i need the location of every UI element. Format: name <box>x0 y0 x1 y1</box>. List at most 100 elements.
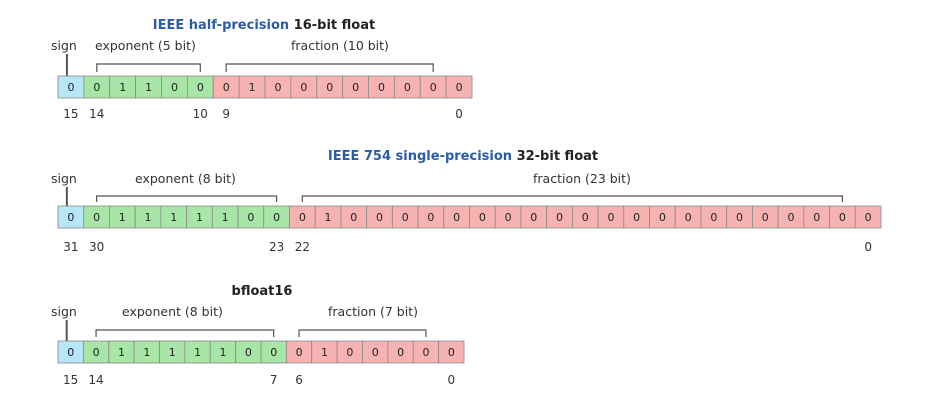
sign-label: sign <box>51 171 77 186</box>
bit-value: 0 <box>813 211 820 224</box>
bit-index-label: 10 <box>193 107 208 121</box>
bit-value: 1 <box>249 81 256 94</box>
bit-value: 1 <box>119 211 126 224</box>
bit-value: 0 <box>710 211 717 224</box>
bit-value: 0 <box>607 211 614 224</box>
bit-value: 1 <box>194 346 201 359</box>
bit-index-label: 6 <box>295 373 303 387</box>
bit-value: 1 <box>145 211 152 224</box>
bit-value: 1 <box>119 81 126 94</box>
title-rest: 32-bit float <box>512 149 598 164</box>
bit-value: 1 <box>222 211 229 224</box>
diagram-title: IEEE half-precision 16-bit float <box>153 18 375 33</box>
title-link[interactable]: IEEE half-precision <box>153 18 289 33</box>
bit-value: 0 <box>300 81 307 94</box>
bit-value: 1 <box>219 346 226 359</box>
bit-value: 1 <box>321 346 328 359</box>
fraction-label: fraction (7 bit) <box>328 304 418 319</box>
bit-index-label: 14 <box>88 373 103 387</box>
diagram-1: IEEE half-precision 16-bit float sign expo… <box>51 18 473 121</box>
title-link[interactable]: IEEE 754 single-precision <box>328 149 512 164</box>
bit-index-label: 0 <box>455 107 463 121</box>
bit-value: 0 <box>404 81 411 94</box>
bit-index-label: 9 <box>222 107 230 121</box>
bit-index-label: 0 <box>864 240 872 254</box>
bit-value: 0 <box>839 211 846 224</box>
bit-value: 0 <box>376 211 383 224</box>
bit-value: 0 <box>659 211 666 224</box>
bit-value: 0 <box>93 346 100 359</box>
bit-value: 1 <box>325 211 332 224</box>
bit-value: 0 <box>299 211 306 224</box>
bit-cell-fraction <box>854 205 882 229</box>
bit-value: 0 <box>67 211 74 224</box>
title-rest: 16-bit float <box>289 18 375 33</box>
fraction-bracket <box>301 195 844 202</box>
sign-label: sign <box>51 304 77 319</box>
sign-label: sign <box>51 38 77 53</box>
bit-value: 0 <box>93 211 100 224</box>
exponent-label: exponent (8 bit) <box>135 171 236 186</box>
exponent-bracket <box>95 329 275 337</box>
bit-cell-fraction <box>438 340 465 364</box>
bit-value: 0 <box>223 81 230 94</box>
exponent-bracket <box>96 63 201 72</box>
title-rest: bfloat16 <box>232 284 293 299</box>
bit-index-label: 15 <box>63 373 78 387</box>
fraction-label: fraction (10 bit) <box>291 38 389 53</box>
bit-value: 0 <box>270 346 277 359</box>
bit-value: 0 <box>197 81 204 94</box>
bit-value: 0 <box>865 211 872 224</box>
diagram-3: bfloat16 sign exponent (8 bit) fraction (7 … <box>51 284 465 387</box>
fraction-label: fraction (23 bit) <box>533 171 631 186</box>
bit-value: 0 <box>787 211 794 224</box>
bit-index-label: 0 <box>447 373 455 387</box>
bit-value: 0 <box>633 211 640 224</box>
bit-value: 0 <box>372 346 379 359</box>
bit-value: 0 <box>378 81 385 94</box>
diagram-title: bfloat16 <box>232 284 293 299</box>
bit-value: 0 <box>685 211 692 224</box>
fraction-bracket <box>298 329 427 337</box>
bit-value: 0 <box>296 346 303 359</box>
bit-value: 0 <box>422 346 429 359</box>
bit-value: 0 <box>245 346 252 359</box>
bit-value: 1 <box>170 211 177 224</box>
bit-value: 1 <box>169 346 176 359</box>
bit-value: 0 <box>427 211 434 224</box>
bit-value: 0 <box>93 81 100 94</box>
bit-value: 1 <box>196 211 203 224</box>
fraction-bracket <box>225 63 434 72</box>
bit-value: 0 <box>736 211 743 224</box>
bit-index-label: 23 <box>269 240 284 254</box>
bit-value: 0 <box>402 211 409 224</box>
bit-value: 0 <box>448 346 455 359</box>
bit-value: 1 <box>145 81 152 94</box>
bit-value: 0 <box>556 211 563 224</box>
bit-index-label: 22 <box>295 240 310 254</box>
bit-value: 0 <box>530 211 537 224</box>
diagram-2: IEEE 754 single-precision 32-bit float si… <box>51 149 882 254</box>
bit-value: 0 <box>67 81 74 94</box>
bit-value: 0 <box>247 211 254 224</box>
bit-index-label: 14 <box>89 107 104 121</box>
bit-value: 0 <box>479 211 486 224</box>
bit-value: 0 <box>582 211 589 224</box>
bit-value: 1 <box>143 346 150 359</box>
bit-index-label: 31 <box>63 240 78 254</box>
bit-value: 0 <box>67 346 74 359</box>
bit-value: 0 <box>505 211 512 224</box>
bit-value: 1 <box>118 346 125 359</box>
bit-value: 0 <box>397 346 404 359</box>
bit-value: 0 <box>273 211 280 224</box>
exponent-bracket <box>95 195 278 202</box>
bit-index-label: 30 <box>89 240 104 254</box>
bit-value: 0 <box>453 211 460 224</box>
bit-value: 0 <box>326 81 333 94</box>
exponent-label: exponent (5 bit) <box>95 38 196 53</box>
bit-index-label: 7 <box>270 373 278 387</box>
bit-value: 0 <box>350 211 357 224</box>
bit-value: 0 <box>274 81 281 94</box>
exponent-label: exponent (8 bit) <box>122 304 223 319</box>
